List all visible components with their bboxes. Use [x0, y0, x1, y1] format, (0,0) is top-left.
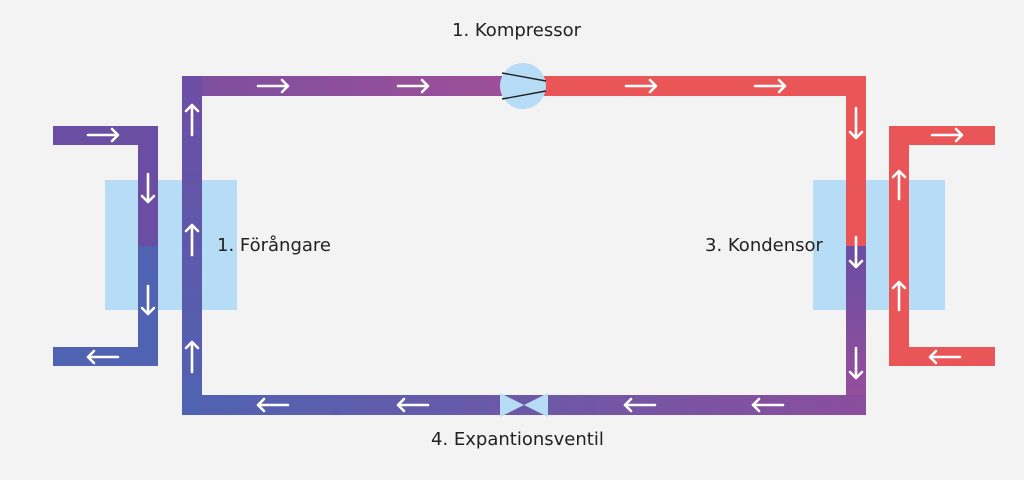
expansion-valve-symbol: [500, 393, 548, 417]
flow-arrow-right: [624, 78, 658, 94]
pipe-top-left: [182, 76, 522, 96]
flow-arrow-down: [848, 235, 864, 269]
flow-arrow-down: [848, 106, 864, 140]
evaporator-label: 1. Förångare: [217, 235, 331, 256]
flow-arrow-right: [753, 78, 787, 94]
condenser-label: 3. Kondensor: [705, 235, 823, 256]
flow-arrow-left: [86, 349, 120, 365]
flow-arrow-up: [184, 340, 200, 374]
flow-arrow-right: [86, 127, 120, 143]
flow-arrow-left: [928, 349, 962, 365]
flow-arrow-left: [623, 397, 657, 413]
flow-arrow-right: [930, 127, 964, 143]
flow-arrow-right: [396, 78, 430, 94]
pipe-right-lower: [846, 246, 866, 415]
flow-arrow-left: [256, 397, 290, 413]
flow-arrow-up: [184, 103, 200, 137]
pipe-top-right: [522, 76, 866, 96]
expansion-valve-label: 4. Expantionsventil: [431, 429, 604, 450]
flow-arrows: [86, 78, 964, 413]
flow-arrow-down: [848, 346, 864, 380]
flow-arrow-up: [891, 280, 907, 312]
flow-arrow-left: [396, 397, 430, 413]
compressor-symbol: [500, 63, 547, 109]
flow-arrow-left: [751, 397, 785, 413]
flow-arrow-down: [140, 284, 156, 316]
flow-arrow-up: [184, 223, 200, 257]
compressor-label: 1. Kompressor: [452, 20, 582, 41]
flow-arrow-right: [256, 78, 290, 94]
flow-arrow-up: [891, 169, 907, 201]
evaporator-exchanger-panel: [105, 180, 237, 310]
flow-arrow-down: [140, 172, 156, 204]
pipe-right-upper: [846, 76, 866, 246]
condenser-exchanger-panel: [813, 180, 945, 310]
